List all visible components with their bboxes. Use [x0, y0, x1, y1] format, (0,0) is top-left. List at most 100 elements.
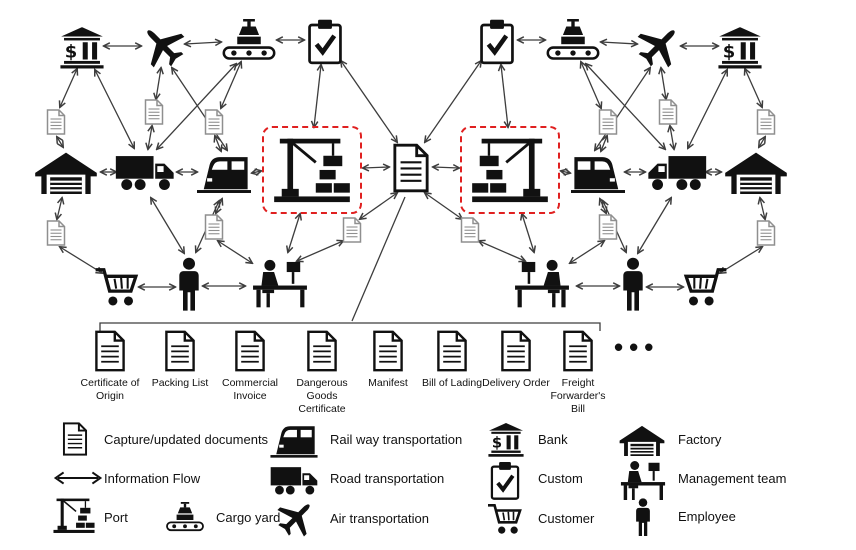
node-factory-left	[33, 150, 99, 194]
document-row-icon-4	[306, 330, 338, 372]
document-label: Freight Forwarder's Bill	[550, 377, 606, 415]
node-captured-documents-center	[392, 143, 430, 193]
node-truck-left	[115, 151, 177, 193]
management-desk-icon	[616, 460, 670, 500]
port-crane-icon	[52, 496, 96, 534]
captured-document-left-6	[342, 217, 362, 243]
information-flow-arrow-icon	[52, 470, 104, 486]
document-icon	[46, 220, 66, 246]
cargo-yard-icon	[222, 19, 276, 61]
document-icon	[62, 422, 88, 456]
legend-label: Rail way transportation	[330, 432, 463, 447]
document-icon	[562, 330, 594, 372]
port-crane-icon	[272, 134, 352, 204]
legend-label: Information Flow	[104, 471, 201, 486]
legend-label: Air transportation	[330, 511, 429, 526]
node-cargo-yard-left	[222, 19, 276, 61]
management-desk-icon	[510, 257, 574, 309]
node-train-left	[197, 154, 251, 194]
person-icon	[634, 498, 652, 536]
legend-icon-documents	[62, 422, 88, 456]
document-row-icon-2	[164, 330, 196, 372]
legend-label: Factory	[678, 432, 722, 447]
document-icon	[598, 109, 618, 135]
document-row-icon-3	[234, 330, 266, 372]
legend-icon-factory	[618, 424, 666, 456]
captured-document-left-1	[46, 109, 66, 135]
legend-icon-bank	[486, 423, 526, 457]
document-label: Certificate of Origin	[80, 377, 140, 402]
factory-icon	[618, 424, 666, 456]
document-icon	[234, 330, 266, 372]
document-icon	[460, 217, 480, 243]
document-row-icon-7	[500, 330, 532, 372]
document-icon	[306, 330, 338, 372]
legend-label: Management team	[678, 471, 787, 486]
document-label: Commercial Invoice	[221, 377, 278, 402]
legend-label: Port	[104, 510, 128, 525]
node-bank-right	[717, 27, 763, 69]
captured-document-right-4	[756, 220, 776, 246]
document-icon	[392, 143, 430, 193]
legend-icon-management	[616, 460, 670, 500]
airplane-icon	[626, 13, 691, 78]
document-icon	[144, 99, 164, 125]
document-icon	[342, 217, 362, 243]
legend-icon-customer	[486, 502, 524, 536]
bank-icon	[717, 27, 763, 69]
cargo-yard-icon	[546, 19, 600, 61]
railway-train-icon	[268, 424, 320, 458]
factory-icon	[723, 150, 789, 194]
captured-document-right-1	[756, 109, 776, 135]
legend-label: Custom	[538, 471, 583, 486]
node-management-team-left	[248, 257, 312, 309]
document-label: Manifest	[368, 377, 408, 389]
node-port-right	[470, 134, 550, 204]
document-icon	[46, 109, 66, 135]
truck-icon	[645, 151, 707, 193]
document-label: Packing List	[151, 377, 209, 389]
captured-document-left-5	[204, 214, 224, 240]
legend-label: Bank	[538, 432, 568, 447]
custom-clipboard-icon	[308, 19, 342, 65]
captured-document-left-2	[144, 99, 164, 125]
node-customer-cart-right	[682, 265, 728, 309]
document-label: Bill of Lading	[421, 377, 483, 389]
legend-icon-employee	[634, 498, 652, 536]
custom-clipboard-icon	[480, 19, 514, 65]
airplane-icon	[268, 490, 325, 547]
train-icon	[571, 154, 625, 194]
cargo-yard-icon	[160, 502, 210, 532]
management-desk-icon	[248, 257, 312, 309]
legend-icon-custom	[490, 462, 520, 500]
document-label: Delivery Order	[482, 377, 550, 389]
legend-label: Capture/updated documents	[104, 432, 269, 447]
document-icon	[598, 214, 618, 240]
node-management-team-right	[510, 257, 574, 309]
legend-icon-information-flow	[52, 470, 104, 486]
node-custom-left	[308, 19, 342, 65]
captured-document-right-2	[658, 99, 678, 125]
shopping-cart-icon	[94, 265, 140, 309]
captured-document-right-6	[460, 217, 480, 243]
document-icon	[500, 330, 532, 372]
node-port-left	[272, 134, 352, 204]
document-icon	[372, 330, 404, 372]
node-employee-right	[621, 257, 645, 311]
node-bank-left	[59, 27, 105, 69]
legend-label: Cargo yard	[216, 510, 281, 525]
truck-icon	[115, 151, 177, 193]
document-icon	[756, 220, 776, 246]
captured-document-right-3	[598, 109, 618, 135]
port-highlight-box-right	[460, 126, 560, 214]
node-factory-right	[723, 150, 789, 194]
person-icon	[621, 257, 645, 311]
legend-label: Road transportation	[330, 471, 445, 486]
document-icon	[164, 330, 196, 372]
document-icon	[204, 214, 224, 240]
document-row-icon-6	[436, 330, 468, 372]
document-icon	[756, 109, 776, 135]
shopping-cart-icon	[486, 502, 524, 536]
legend-icon-railway	[268, 424, 320, 458]
